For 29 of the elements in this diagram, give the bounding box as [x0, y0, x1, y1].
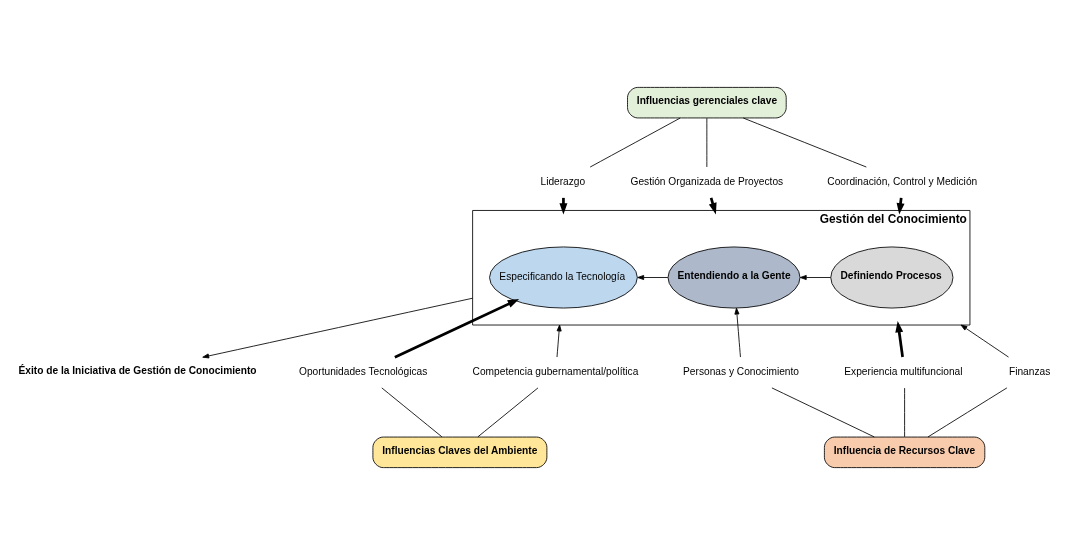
- node-text: Coordinación, Control y Medición: [827, 176, 978, 188]
- arrow: [734, 307, 741, 358]
- node-box: Influencias Claves del Ambiente: [372, 436, 548, 469]
- arrow: [556, 324, 562, 358]
- node-text: Liderazgo: [540, 176, 586, 188]
- node-text: Personas y Conocimiento: [683, 366, 799, 378]
- connector: [927, 387, 1008, 438]
- arrow: [895, 320, 904, 358]
- arrow: [394, 299, 520, 359]
- node-text: Oportunidades Tecnológicas: [299, 366, 428, 378]
- arrow: [202, 297, 474, 359]
- arrow: [960, 324, 1009, 358]
- connector: [381, 387, 443, 438]
- connector: [742, 117, 867, 168]
- arrow: [637, 275, 669, 280]
- node-text: Finanzas: [1008, 366, 1051, 378]
- node-box: Influencia de Recursos Clave: [823, 436, 986, 469]
- connector: [477, 387, 539, 438]
- node-text: Gestión Organizada de Proyectos: [630, 176, 784, 188]
- node-ellipse: Definiendo Procesos: [830, 246, 954, 309]
- node-box: Influencias gerenciales clave: [627, 86, 787, 119]
- node-ellipse: Entendiendo a la Gente: [667, 246, 801, 309]
- connector: [771, 387, 875, 438]
- node-text: Experiencia multifuncional: [844, 366, 963, 378]
- node-text: Competencia gubernamental/política: [472, 366, 639, 378]
- connector: [589, 117, 681, 168]
- node-text: Éxito de la Iniciativa de Gestión de Conocimiento: [18, 365, 257, 377]
- arrow: [799, 275, 832, 280]
- connector: [904, 387, 906, 438]
